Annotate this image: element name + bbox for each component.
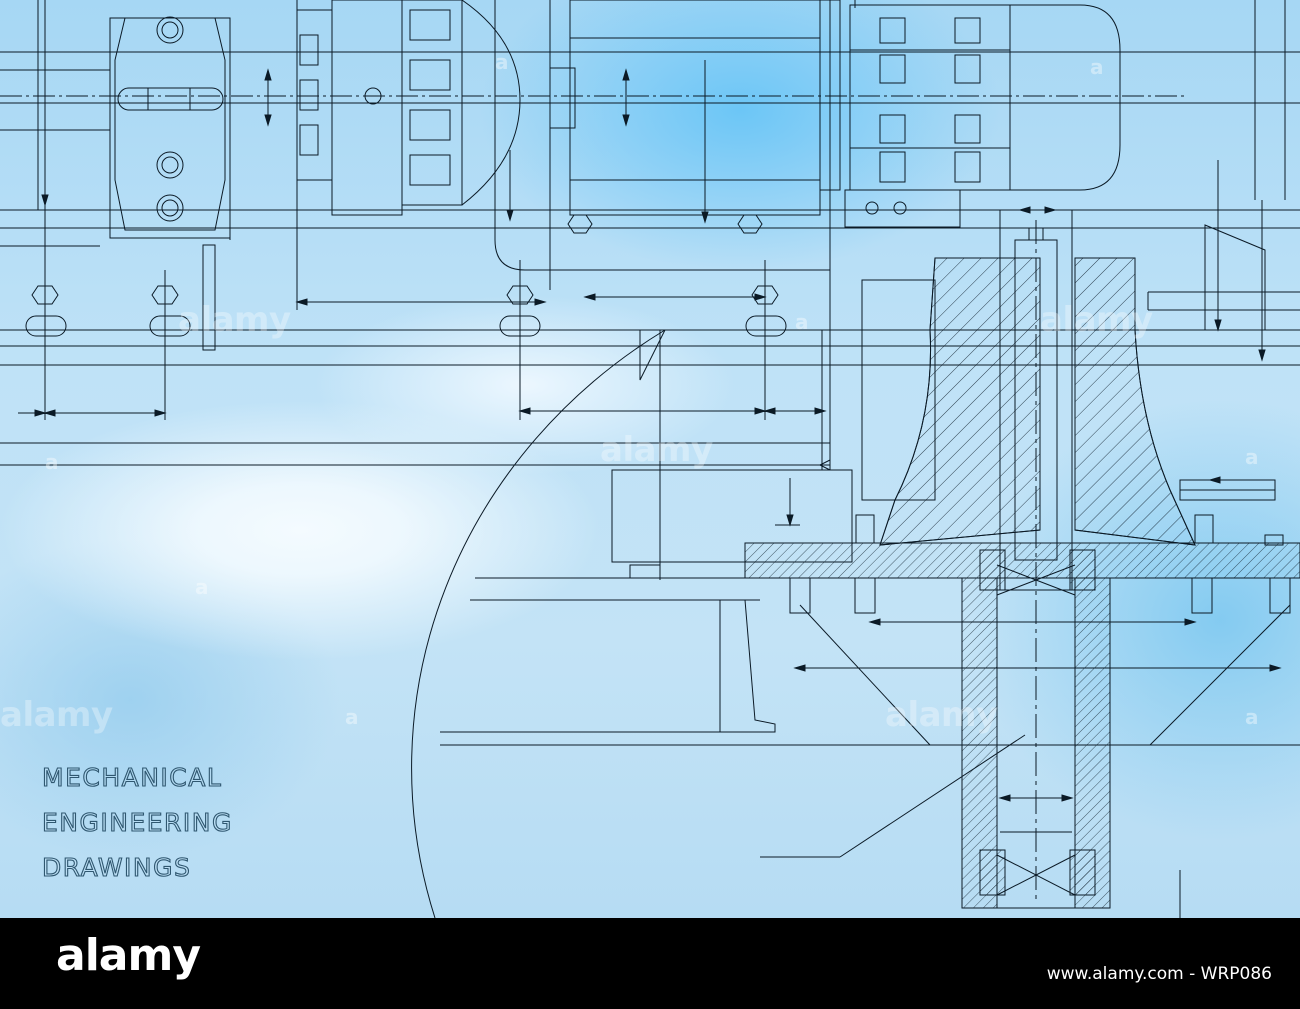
alamy-logo[interactable]: alamy bbox=[56, 930, 201, 981]
engineering-drawing-background: alamy alamy alamy alamy alamy a a a a a … bbox=[0, 0, 1300, 918]
watermark-text: alamy bbox=[178, 300, 291, 340]
watermark-mark: a bbox=[1245, 445, 1259, 469]
stock-footer-bar: alamy www.alamy.com - WRP086 bbox=[0, 918, 1300, 1009]
title-line-3: DRAWINGS bbox=[41, 852, 192, 882]
watermark-mark: a bbox=[195, 575, 209, 599]
watermark-mark: a bbox=[495, 50, 509, 74]
watermark-text: alamy bbox=[0, 695, 113, 735]
watermark-mark: a bbox=[795, 310, 809, 334]
watermark-text: alamy bbox=[885, 695, 998, 735]
title-line-1: MECHANICAL bbox=[41, 762, 223, 792]
watermark-text: alamy bbox=[600, 430, 713, 470]
watermark-mark: a bbox=[45, 450, 59, 474]
title-line-2: ENGINEERING bbox=[41, 807, 233, 837]
watermark-mark: a bbox=[1245, 705, 1259, 729]
watermark-text: alamy bbox=[1040, 300, 1153, 340]
watermark-mark: a bbox=[1090, 55, 1104, 79]
watermark-mark: a bbox=[345, 705, 359, 729]
drawing-title: MECHANICAL ENGINEERING DRAWINGS bbox=[41, 755, 233, 890]
image-id-label: www.alamy.com - WRP086 bbox=[1046, 964, 1272, 984]
blueprint-line-drawing bbox=[0, 0, 1300, 918]
